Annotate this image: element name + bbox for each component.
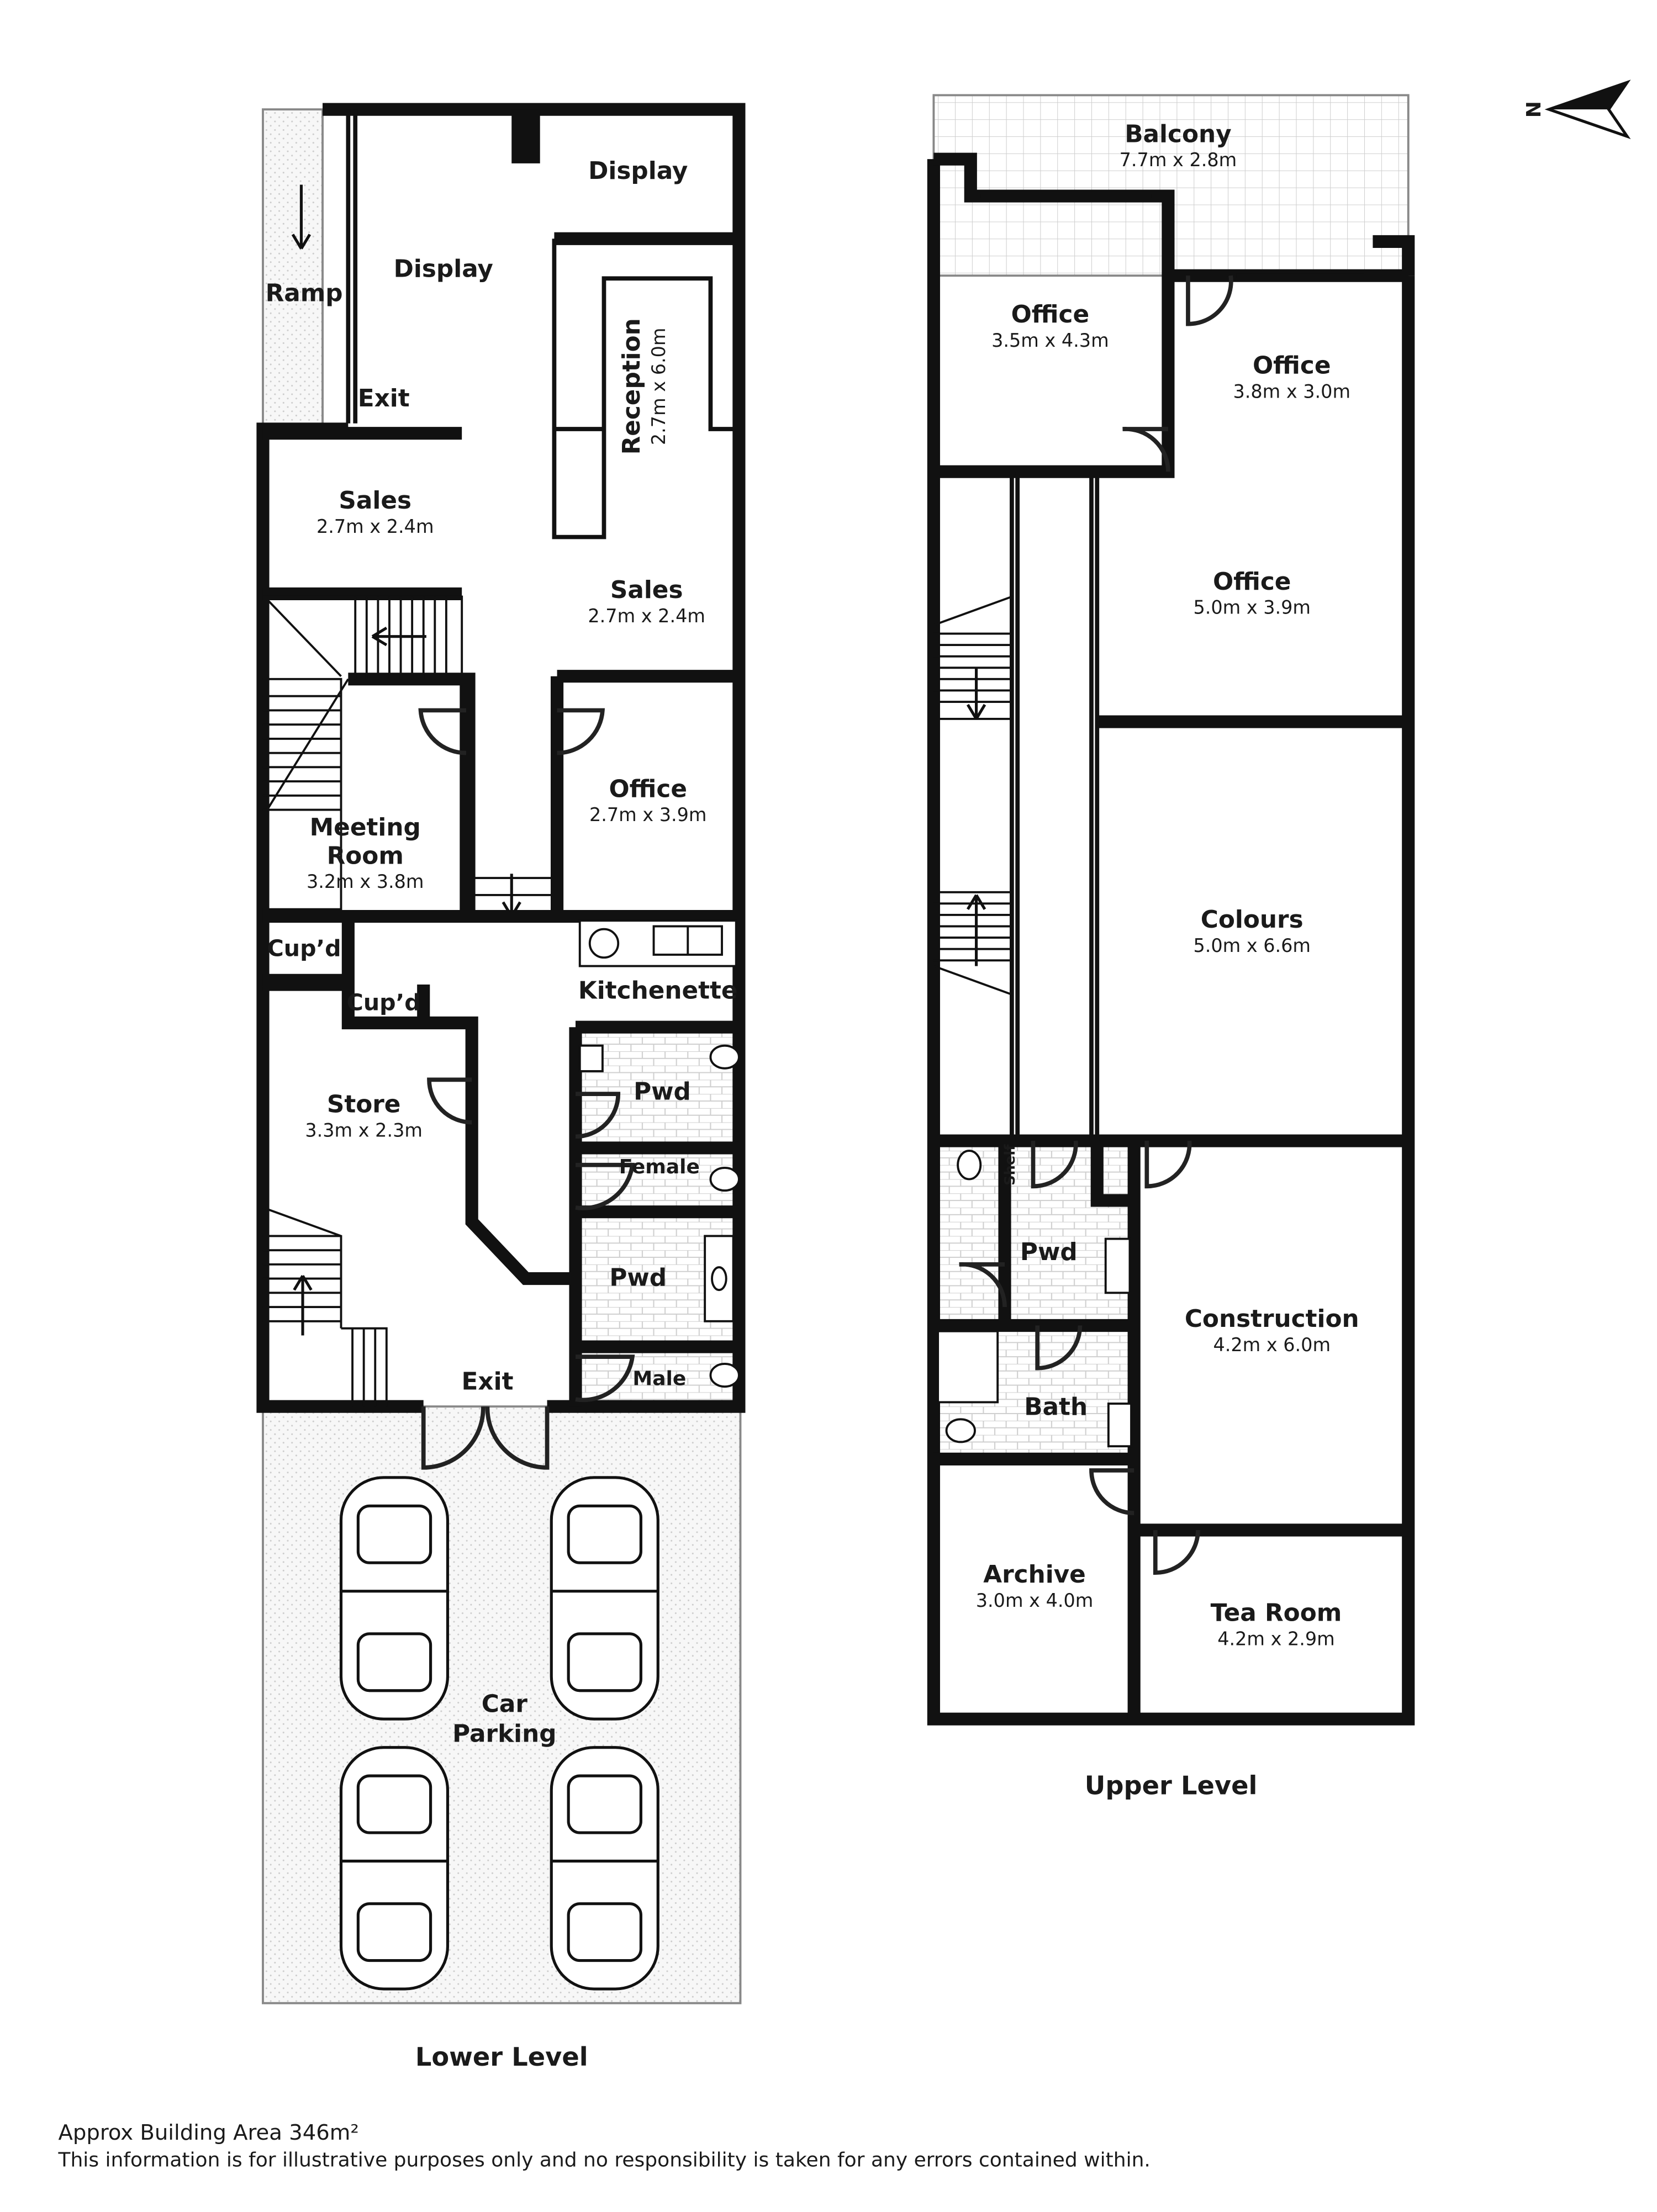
label-office-3-dims: 5.0m x 3.9m [1193, 596, 1311, 618]
label-cupd-1: Cup’d [267, 935, 341, 962]
label-colours-dims: 5.0m x 6.6m [1193, 935, 1311, 956]
label-meeting-2: Room [327, 842, 404, 870]
lower-front-glazing [346, 109, 358, 424]
label-archive-dims: 3.0m x 4.0m [976, 1590, 1094, 1611]
label-car-parking-2: Parking [452, 1719, 556, 1748]
ramp-arrow-icon [291, 184, 312, 250]
label-tea-room: Tea Room [1211, 1599, 1342, 1627]
compass-label: N [1523, 101, 1545, 118]
label-balcony-dims: 7.7m x 2.8m [1120, 149, 1237, 171]
label-reception-dims: 2.7m x 6.0m [648, 328, 669, 446]
car-icon [339, 1746, 450, 1991]
car-icon [550, 1476, 659, 1721]
label-kitchenette: Kitchenette [578, 977, 738, 1005]
disclaimer: This information is for illustrative pur… [57, 2149, 1150, 2172]
stairs-lower-2 [262, 1206, 388, 1407]
label-meeting-dims: 3.2m x 3.8m [307, 871, 424, 892]
reception-counter [552, 239, 739, 539]
toilet-icon [709, 1166, 740, 1192]
label-office-1-dims: 3.5m x 4.3m [991, 330, 1109, 351]
label-reception: Reception [618, 318, 646, 454]
label-office-lower-dims: 2.7m x 3.9m [589, 804, 707, 825]
shower-icon [937, 1330, 999, 1404]
lower-level: Ramp Display Display Exit Reception 2.7m… [256, 103, 746, 2072]
label-tea-room-dims: 4.2m x 2.9m [1217, 1628, 1335, 1649]
wc-fixtures-lower [578, 1044, 740, 1388]
label-sales-center-dims: 2.7m x 2.4m [588, 605, 705, 627]
upper-glazing [980, 194, 1364, 1722]
corridor-steps [466, 874, 557, 917]
label-office-1: Office [1011, 300, 1090, 329]
basin-icon [1107, 1403, 1132, 1448]
label-office-lower: Office [609, 775, 687, 803]
label-archive: Archive [983, 1560, 1086, 1589]
label-bath: Bath [1024, 1393, 1088, 1421]
kitchenette-fixtures [578, 919, 737, 967]
label-office-2-dims: 3.8m x 3.0m [1233, 380, 1350, 402]
label-exit-top: Exit [358, 384, 410, 412]
label-balcony: Balcony [1125, 120, 1231, 148]
label-cupd-2: Cup’d [347, 989, 421, 1015]
label-office-2: Office [1253, 352, 1331, 380]
pwd-upper-floor [1005, 1141, 1134, 1326]
toilet-icon [945, 1418, 976, 1443]
upper-doors [959, 275, 1233, 1575]
upper-level: N Balcony 7.7m x 2.8m Office 3.5m x 4.3m… [927, 80, 1631, 1801]
stairs-lower-1 [262, 595, 463, 911]
label-construction-dims: 4.2m x 6.0m [1213, 1334, 1331, 1356]
car-icon [550, 1746, 659, 1991]
car-icon [339, 1476, 450, 1721]
basin-icon [1104, 1237, 1131, 1294]
upper-level-title: Upper Level [1085, 1771, 1258, 1801]
label-car-parking-1: Car [482, 1690, 528, 1718]
label-female: Female [619, 1156, 700, 1178]
north-arrow-icon: N [1523, 80, 1631, 139]
label-display-top: Display [588, 157, 688, 185]
label-pwd-upper: Pwd [1020, 1238, 1078, 1266]
label-store: Store [327, 1091, 401, 1119]
label-construction: Construction [1185, 1305, 1359, 1333]
label-display-left: Display [394, 255, 493, 283]
toilet-icon [709, 1363, 740, 1388]
label-sales-left: Sales [339, 486, 411, 515]
label-pwd-1: Pwd [634, 1077, 691, 1105]
label-office-3: Office [1213, 568, 1291, 596]
pillar [511, 109, 540, 163]
label-colours: Colours [1201, 906, 1304, 934]
toilet-icon [709, 1044, 740, 1070]
building-area: Approx Building Area 346m² [58, 2120, 358, 2145]
label-store-dims: 3.3m x 2.3m [305, 1119, 423, 1141]
label-male: Male [632, 1368, 686, 1390]
lower-doors [418, 708, 635, 1470]
lower-internal-walls [262, 232, 739, 1407]
label-shelf: Shelf [1002, 1144, 1019, 1186]
stove-icon [588, 928, 620, 959]
label-meeting-1: Meeting [310, 813, 421, 842]
ramp-area [262, 108, 324, 430]
toilet-icon [957, 1150, 982, 1181]
label-sales-center: Sales [610, 576, 683, 604]
label-ramp: Ramp [266, 279, 343, 307]
label-sales-left-dims: 2.7m x 2.4m [316, 516, 434, 537]
basin-icon [578, 1044, 604, 1072]
upper-outer-wall [927, 159, 1415, 1726]
upper-partitions [1010, 472, 1100, 1141]
wc-fixtures-upper [937, 1150, 1132, 1448]
label-pwd-2: Pwd [609, 1263, 667, 1292]
stairs-upper [933, 595, 1013, 996]
label-exit-bottom: Exit [462, 1367, 514, 1395]
lower-level-title: Lower Level [415, 2042, 588, 2072]
